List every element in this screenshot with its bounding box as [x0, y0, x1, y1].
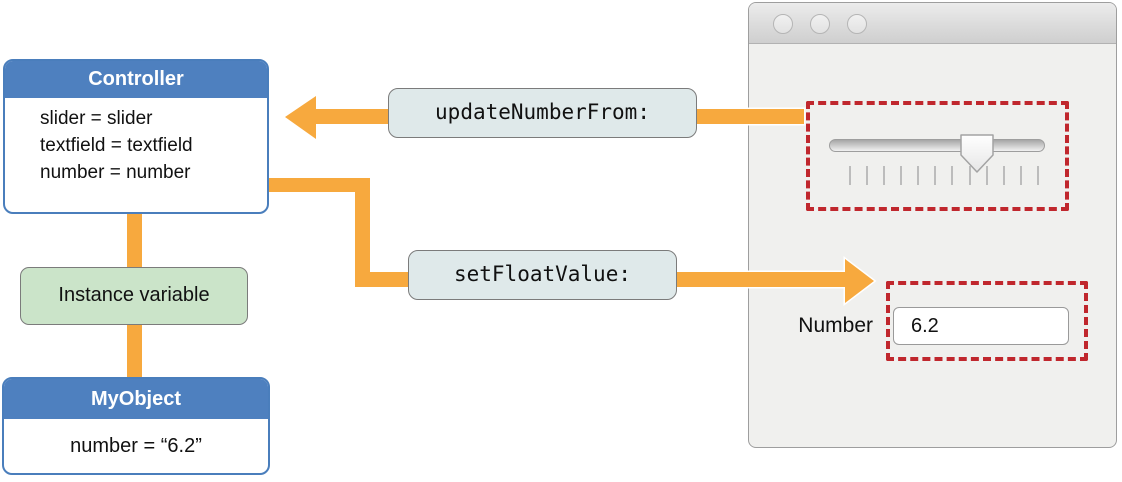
- slider-tick: [1036, 166, 1039, 185]
- slider-tick: [900, 166, 903, 185]
- close-button[interactable]: [773, 14, 793, 34]
- myobject-box: MyObject number = “6.2”: [2, 377, 270, 475]
- mock-window: Number 6.2: [748, 2, 1117, 448]
- update-number-from-label: updateNumberFrom:: [388, 88, 697, 138]
- number-field-highlight-box: [886, 281, 1088, 361]
- myobject-title: MyObject: [4, 379, 268, 419]
- window-titlebar[interactable]: [749, 3, 1116, 44]
- slider-tick: [866, 166, 869, 185]
- minimize-button[interactable]: [810, 14, 830, 34]
- slider-tick: [849, 166, 851, 185]
- slider-tick: [1002, 166, 1005, 185]
- slider-thumb[interactable]: [958, 133, 996, 175]
- instance-variable-box: Instance variable: [20, 267, 248, 325]
- controller-line-textfield: textfield = textfield: [40, 135, 193, 156]
- slider-tick: [917, 166, 920, 185]
- slider-tick: [985, 166, 988, 185]
- myobject-line-number: number = “6.2”: [70, 435, 202, 457]
- slider-ticks: [849, 166, 1039, 186]
- number-field-label: Number: [798, 314, 873, 337]
- slider-tick: [968, 166, 971, 185]
- set-float-value-label: setFloatValue:: [408, 250, 677, 300]
- number-input[interactable]: 6.2: [893, 307, 1069, 345]
- slider-tick: [883, 166, 886, 185]
- controller-title: Controller: [5, 61, 267, 98]
- slider-track[interactable]: [829, 139, 1045, 152]
- zoom-button[interactable]: [847, 14, 867, 34]
- slider-tick: [1019, 166, 1022, 185]
- controller-box: Controller slider = slider textfield = t…: [3, 59, 269, 214]
- slider-tick: [951, 166, 954, 185]
- controller-line-slider: slider = slider: [40, 108, 153, 129]
- controller-line-number: number = number: [40, 162, 191, 183]
- slider-tick: [934, 166, 937, 185]
- slider-highlight-box: [806, 101, 1069, 211]
